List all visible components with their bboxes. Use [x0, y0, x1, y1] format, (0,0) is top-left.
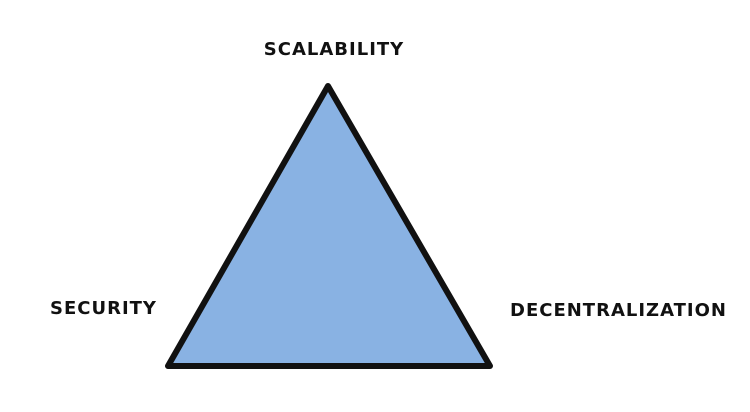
vertex-label-decentralization: DECENTRALIZATION	[510, 300, 727, 321]
trilemma-triangle	[165, 83, 493, 369]
vertex-label-scalability: SCALABILITY	[263, 39, 405, 60]
vertex-label-security: SECURITY	[50, 298, 157, 319]
